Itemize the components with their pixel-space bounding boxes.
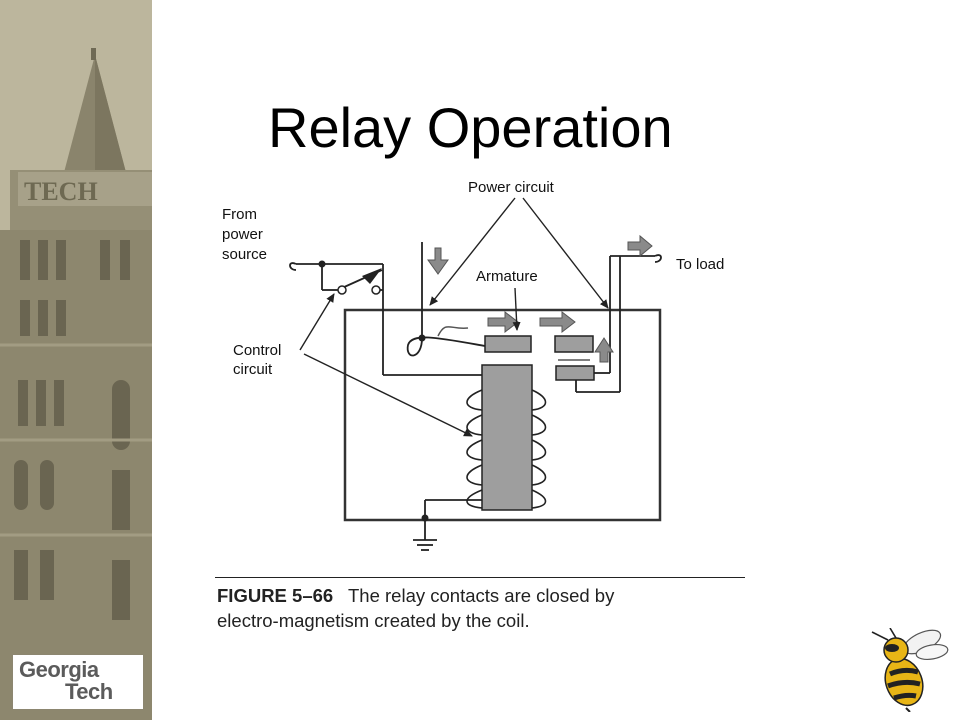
caption-line2: electro-magnetism created by the coil. [217,610,530,631]
sidebar-photo: TECH Georgia Tech [0,0,152,720]
caption-line1: The relay contacts are closed by [348,585,615,606]
armature-label: Armature [476,268,538,285]
coil-windings [466,389,547,509]
georgia-tech-logo: Georgia Tech [12,654,144,710]
contact-lower [555,365,595,381]
relay-diagram: Power circuit From power source Armature… [200,160,760,575]
logo-line1: Georgia [19,657,99,682]
relay-housing [343,308,662,522]
caption-divider [215,577,745,578]
figure-caption: FIGURE 5–66 The relay contacts are close… [217,583,747,633]
logo-line2: Tech [65,679,113,704]
power-label: power [222,226,263,243]
circuit-label: circuit [233,361,273,378]
leader-lines [299,197,609,437]
armature-bar [484,335,532,353]
contact-upper [554,335,594,353]
buzz-mascot-icon [866,627,950,717]
from-label: From [222,206,257,223]
figure-number: FIGURE 5–66 [217,585,334,606]
svg-text:TECH: TECH [24,177,98,206]
building-illustration: TECH [0,0,152,720]
power-circuit-label: Power circuit [468,179,554,196]
coil-core [481,364,533,511]
power-wiring [406,242,662,393]
slide-title: Relay Operation [268,96,673,159]
to-load-label: To load [676,256,725,273]
source-label: source [222,246,268,263]
control-wiring [289,262,482,551]
relay-schematic [289,197,662,551]
control-label: Control [233,342,282,359]
